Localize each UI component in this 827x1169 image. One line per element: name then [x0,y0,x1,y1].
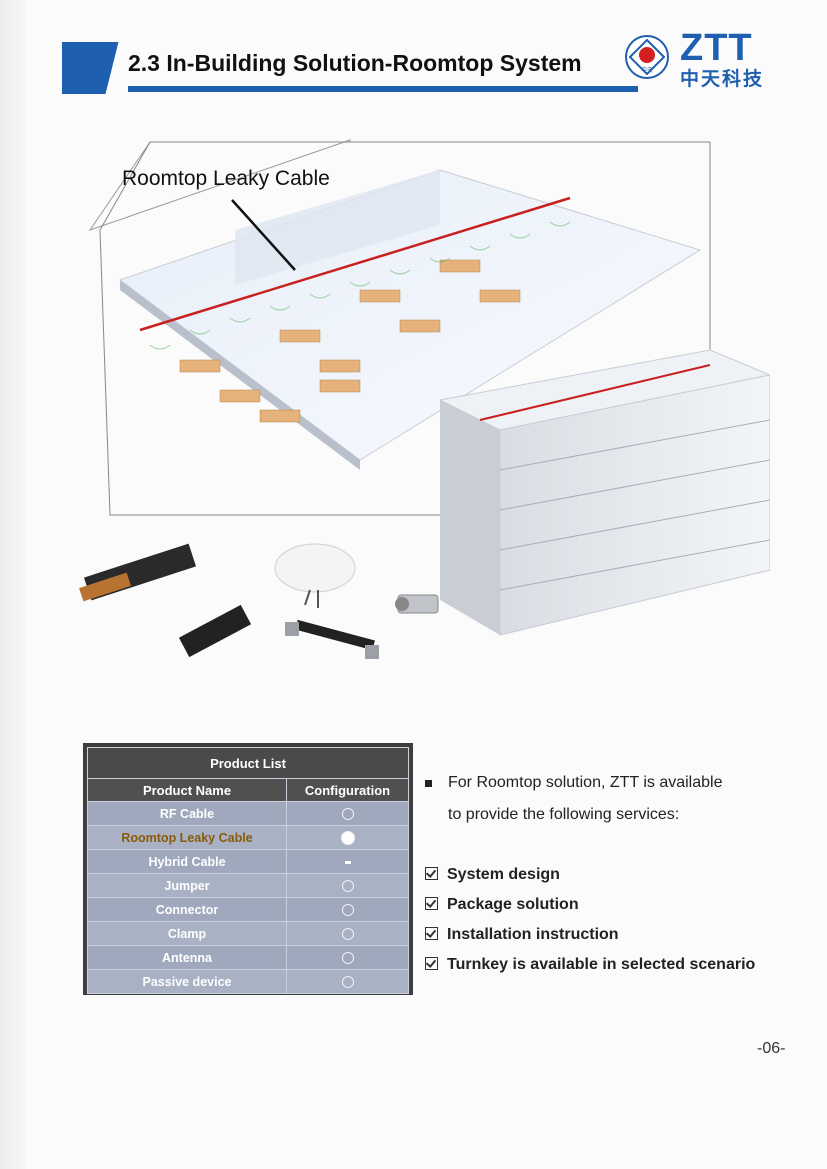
building-floor-lines [499,419,770,591]
service-item-label: Turnkey is available in selected scenari… [447,956,756,973]
service-item-label: Package solution [447,896,579,913]
service-item-label: Installation instruction [447,926,619,943]
checkbox-checked-icon [425,897,438,910]
square-bullet-icon [425,780,432,787]
page-number: -06- [757,1040,786,1057]
dash-icon [344,860,351,864]
table-row: Connector [86,897,409,922]
product-name-cell: Jumper [86,873,288,898]
configuration-cell [286,873,409,898]
office-left-wall [120,280,360,470]
table-row: Jumper [86,873,409,898]
table-row: Antenna [86,945,409,970]
product-connector [395,594,439,614]
product-jumper [285,619,379,659]
title-underline [128,86,638,92]
optional-circle-icon [341,904,354,917]
checkbox-checked-icon [425,867,438,880]
service-item-label: System design [447,866,560,883]
logo-mark-text: 中天 [641,66,653,74]
office-back-wall [235,170,440,285]
configuration-cell [286,969,409,994]
product-name-cell: Clamp [86,921,288,946]
optional-circle-icon [341,928,354,941]
callout-pointer [231,199,296,271]
product-list-caption: Product List [87,747,409,779]
configuration-cell [286,849,409,874]
signal-wave-arcs [149,221,571,350]
callout-label: Roomtop Leaky Cable [122,167,330,190]
logo-latin-text: ZTT [680,27,753,69]
table-row: Hybrid Cable [86,849,409,874]
configuration-cell [286,825,409,850]
building-leaky-cable-line [479,364,711,421]
product-name-cell: Roomtop Leaky Cable [86,825,288,850]
table-row: Clamp [86,921,409,946]
product-name-cell: Hybrid Cable [86,849,288,874]
ztt-logo: 中天 ZTT 中天科技 [624,27,784,90]
service-item: System design [425,866,560,884]
checkbox-checked-icon [425,927,438,940]
leaky-cable-line [139,196,571,332]
services-intro-line-2: to provide the following services: [448,806,680,823]
product-name-cell: Antenna [86,945,288,970]
checkbox-checked-icon [425,957,438,970]
product-name-cell: Connector [86,897,288,922]
product-name-cell: Passive device [86,969,288,994]
column-header-product-name: Product Name [86,778,288,802]
product-passive-device [178,604,252,658]
roomtop-system-illustration [79,139,770,659]
optional-circle-icon [341,808,354,821]
table-row: Passive device [86,969,409,994]
optional-circle-icon [341,952,354,965]
building-front-face [440,400,500,635]
service-item: Installation instruction [425,926,619,944]
table-row: Roomtop Leaky Cable [86,825,409,850]
desk-clusters [179,259,521,423]
product-list-table: Product List Product Name Configuration … [83,743,413,995]
services-intro-line-1: For Roomtop solution, ZTT is available [448,774,723,791]
column-header-configuration: Configuration [286,778,409,802]
optional-circle-icon [341,976,354,989]
product-antenna [274,543,356,608]
page-gutter [0,0,26,1169]
table-row: RF Cable [86,801,409,826]
service-item: Turnkey is available in selected scenari… [425,956,755,974]
product-rf-cable [79,543,197,602]
required-dot-icon [340,830,355,845]
configuration-cell [286,921,409,946]
building-side-face [499,374,770,636]
configuration-cell [286,945,409,970]
configuration-cell [286,897,409,922]
service-item: Package solution [425,896,579,914]
logo-chinese-text: 中天科技 [680,69,765,90]
ztt-logo-mark-icon: 中天 [625,35,669,79]
product-name-cell: RF Cable [86,801,288,826]
optional-circle-icon [341,880,354,893]
page-title: 2.3 In-Building Solution-Roomtop System [128,50,582,76]
configuration-cell [286,801,409,826]
